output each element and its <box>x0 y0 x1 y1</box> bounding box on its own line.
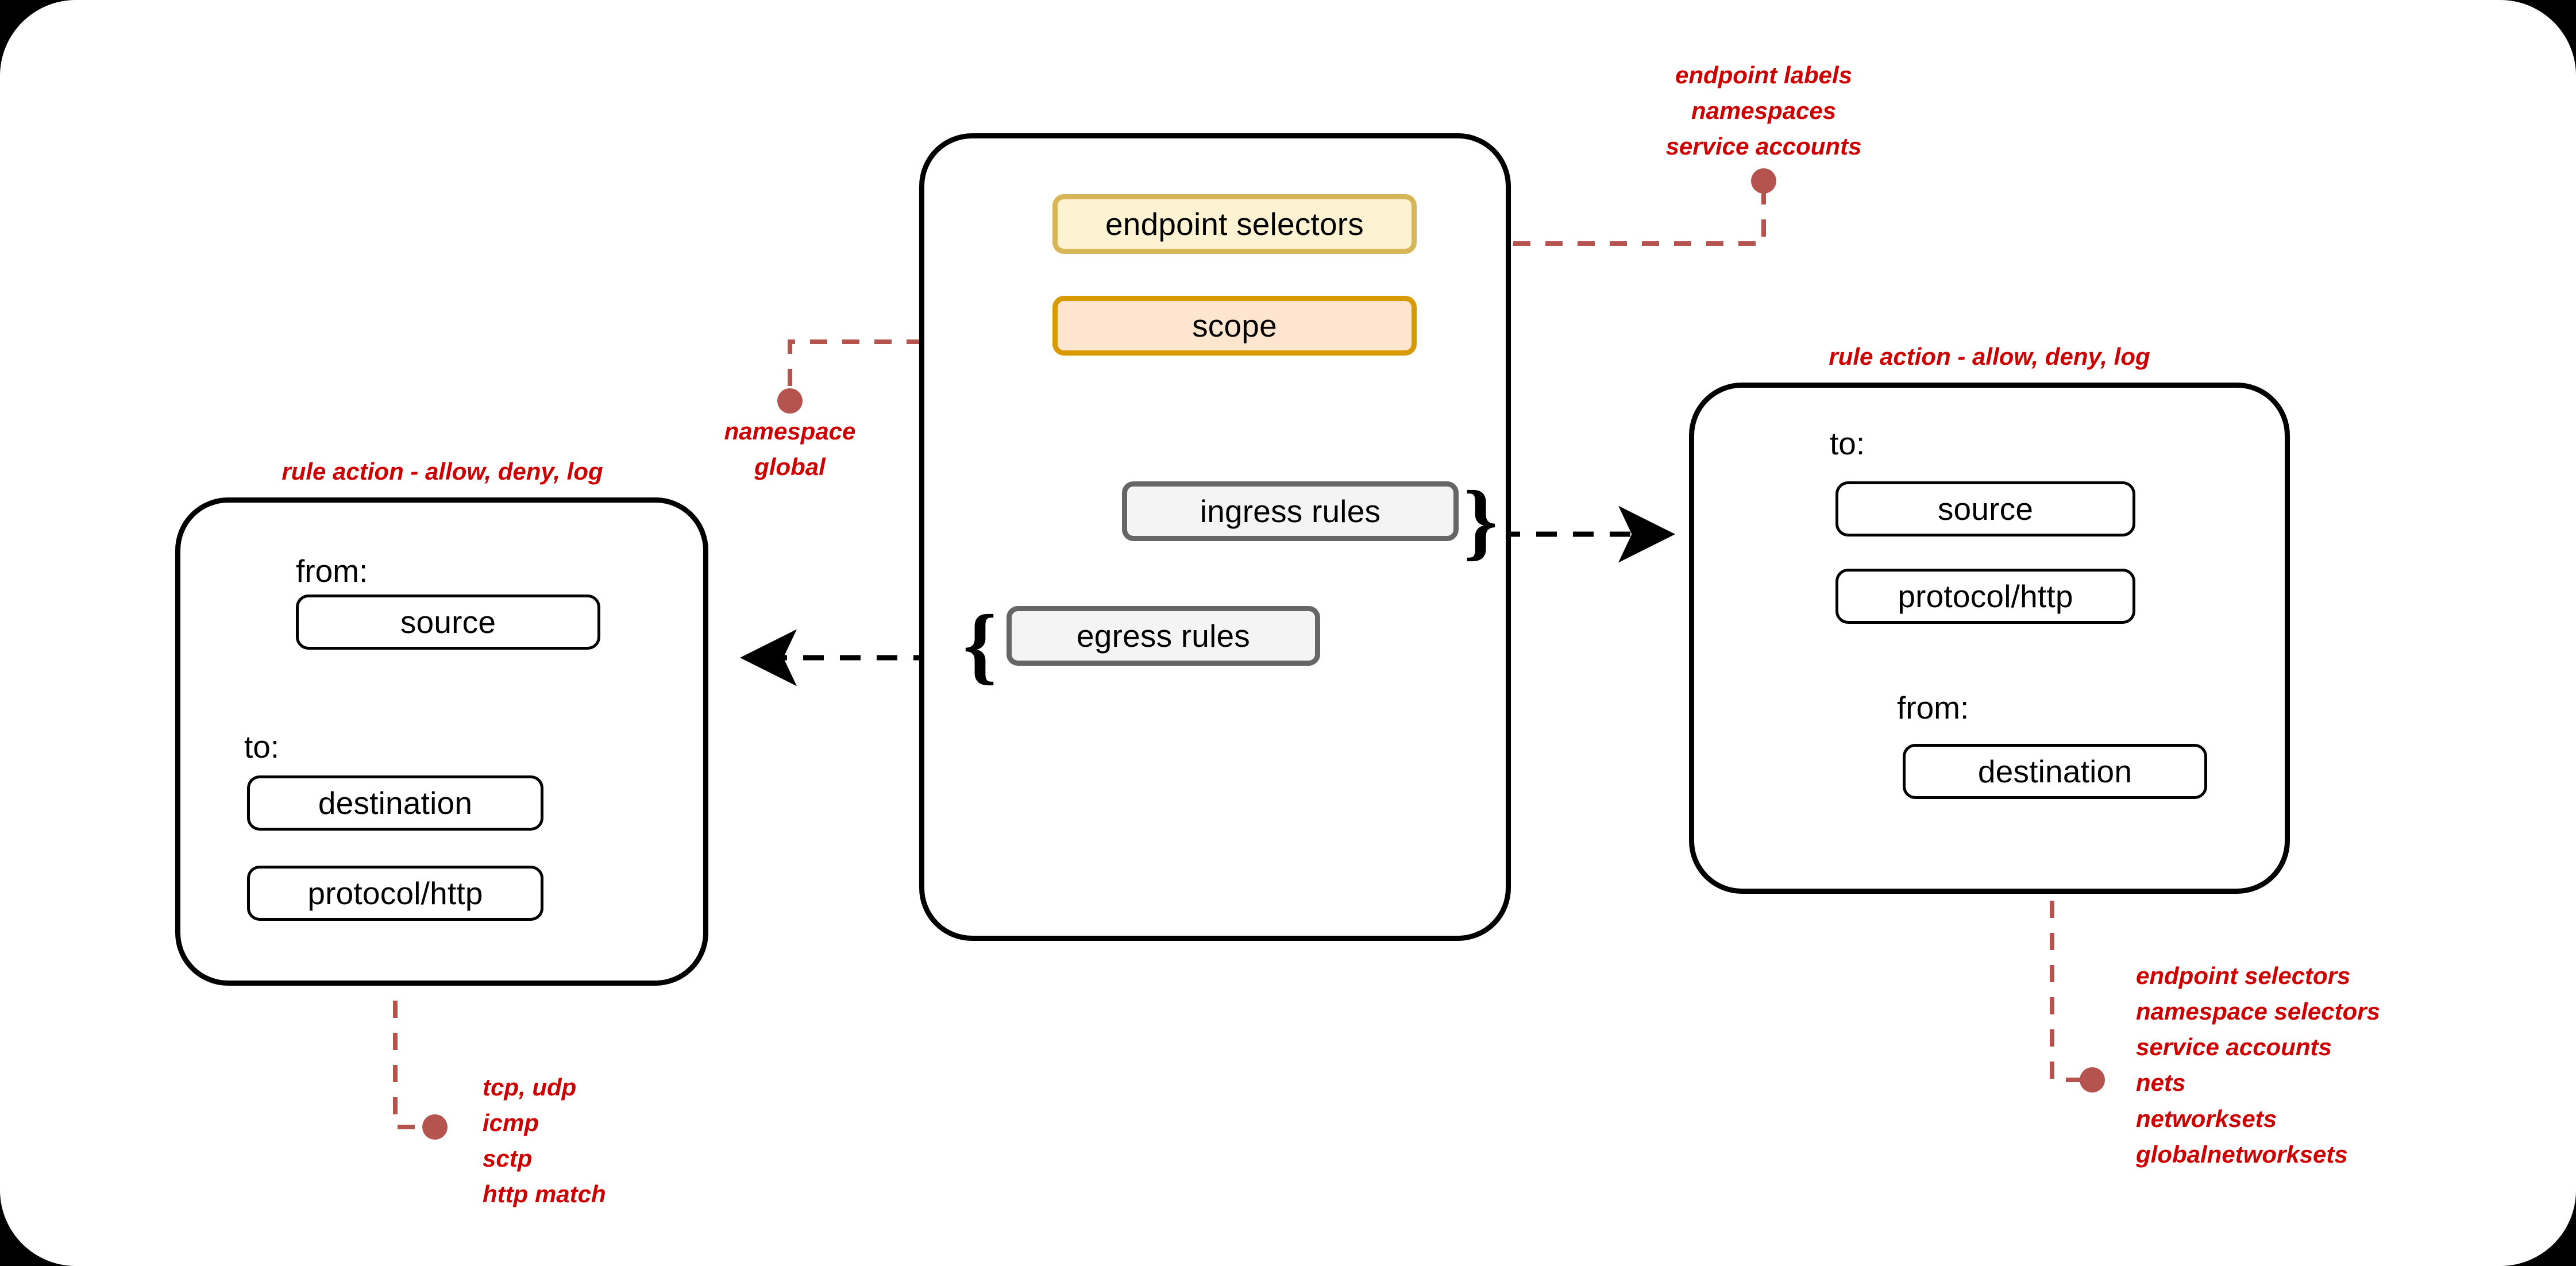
ingress-rule-panel <box>1689 383 2290 894</box>
egress-rule-action-heading: rule action - allow, deny, log <box>281 458 603 485</box>
egress-to-destination-box[interactable]: destination <box>247 775 543 831</box>
egress-rules-box[interactable]: egress rules <box>1007 606 1320 666</box>
endpoint-selectors-annotation: endpoint labels namespaces service accou… <box>1665 61 1862 160</box>
egress-rule-panel <box>175 497 708 986</box>
ingress-to-label: to: <box>1830 426 1865 461</box>
egress-brace: { <box>963 597 997 693</box>
ingress-to-source-box[interactable]: source <box>1835 481 2135 536</box>
egress-to-protocol-box[interactable]: protocol/http <box>247 866 543 921</box>
scope-annotation: namespace global <box>724 418 856 481</box>
ingress-from-label: from: <box>1897 690 1969 725</box>
ingress-rule-action-heading: rule action - allow, deny, log <box>1829 343 2150 370</box>
protocol-annotation: tcp, udp icmp sctp http match <box>483 1074 606 1208</box>
ingress-from-destination-box[interactable]: destination <box>1903 744 2207 799</box>
ingress-brace: } <box>1464 473 1498 569</box>
scope-box[interactable]: scope <box>1052 296 1417 356</box>
egress-from-label: from: <box>296 553 368 589</box>
egress-to-label: to: <box>244 729 280 765</box>
egress-from-source-box[interactable]: source <box>296 595 600 650</box>
ingress-to-protocol-box[interactable]: protocol/http <box>1835 569 2135 624</box>
destination-annotation: endpoint selectors namespace selectors s… <box>2136 962 2380 1168</box>
ingress-rules-box[interactable]: ingress rules <box>1122 481 1459 541</box>
endpoint-selectors-box[interactable]: endpoint selectors <box>1052 194 1417 254</box>
